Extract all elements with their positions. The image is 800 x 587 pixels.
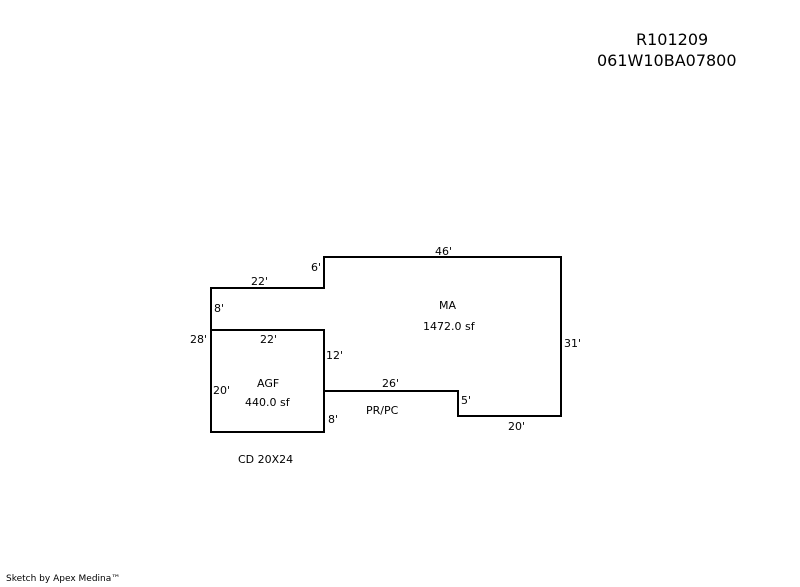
dimension-label: 22'	[251, 275, 269, 288]
dimension-label: 22'	[260, 333, 278, 346]
dimension-label: 6'	[311, 261, 322, 274]
dimension-label: 12'	[326, 349, 344, 362]
sketch-note: CD 20X24	[238, 453, 294, 466]
map-taxlot-number: 061W10BA07800	[597, 51, 737, 70]
garage-area-size: 440.0 sf	[245, 396, 290, 409]
sketch-credit: Sketch by Apex Medina™	[6, 574, 121, 584]
dimension-label: 20'	[213, 384, 231, 397]
dimension-label: 31'	[564, 337, 582, 350]
dimension-label: 8'	[214, 302, 225, 315]
main-area-code: MA	[439, 299, 457, 312]
dimension-label: 26'	[382, 377, 400, 390]
dimension-label: 20'	[508, 420, 526, 433]
dimension-label: 5'	[461, 394, 472, 407]
garage-outline	[210, 329, 325, 433]
main-area-size: 1472.0 sf	[423, 320, 475, 333]
dimension-label: 8'	[328, 413, 339, 426]
parcel-number: R101209	[636, 30, 709, 49]
dimension-label: 28'	[190, 333, 208, 346]
garage-area-code: AGF	[257, 377, 280, 390]
porch-area-code: PR/PC	[366, 404, 399, 417]
dimension-label: 46'	[435, 245, 453, 258]
main-area-outline	[210, 256, 562, 417]
